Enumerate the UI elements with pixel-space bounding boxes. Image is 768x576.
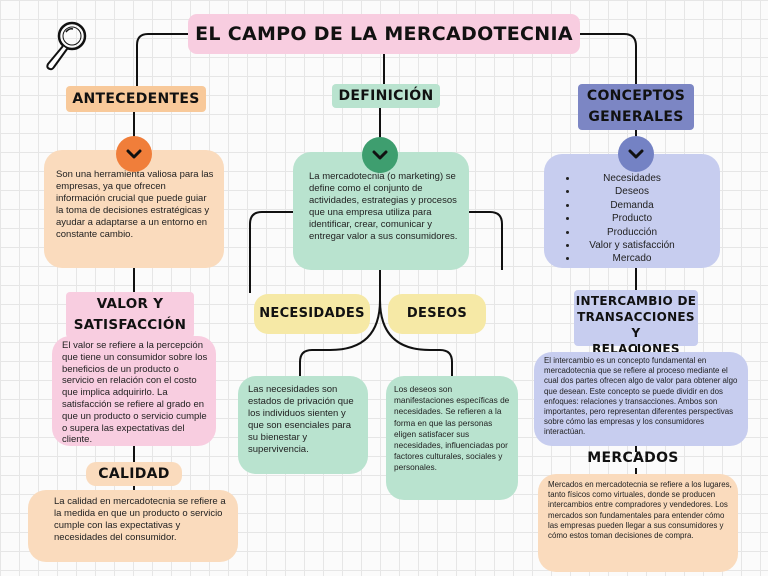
- list-item: Demanda: [578, 199, 716, 212]
- conceptos-list-box: Necesidades Deseos Demanda Producto Prod…: [544, 154, 720, 268]
- intercambio-label-line2: TRANSACCIONES Y: [577, 310, 695, 340]
- intercambio-text: El intercambio es un concepto fundamenta…: [534, 352, 748, 446]
- necesidades-text: Las necesidades son estados de privación…: [238, 376, 368, 474]
- chevron-down-icon: [126, 149, 142, 159]
- list-item: Producto: [578, 212, 716, 225]
- conceptos-list: Necesidades Deseos Demanda Producto Prod…: [548, 172, 716, 266]
- mercados-text: Mercados en mercadotecnia se refiere a l…: [538, 474, 738, 572]
- list-item: Producción: [578, 226, 716, 239]
- antecedentes-label: ANTECEDENTES: [66, 86, 206, 112]
- list-item: Necesidades: [578, 172, 716, 185]
- conceptos-label-line2: GENERALES: [588, 109, 684, 125]
- page-title: EL CAMPO DE LA MERCADOTECNIA: [188, 14, 580, 54]
- conceptos-label: CONCEPTOS GENERALES: [578, 84, 694, 130]
- intercambio-label: INTERCAMBIO DE TRANSACCIONES Y RELACIONE…: [574, 290, 698, 356]
- antecedentes-chevron: [116, 136, 152, 172]
- calidad-label: CALIDAD: [86, 462, 182, 486]
- deseos-text: Los deseos son manifestaciones específic…: [386, 376, 518, 500]
- conceptos-label-line1: CONCEPTOS: [586, 88, 686, 104]
- calidad-text: La calidad en mercadotecnia se refiere a…: [28, 490, 238, 562]
- list-item: Valor y satisfacción: [578, 239, 716, 252]
- intercambio-label-line1: INTERCAMBIO DE: [575, 294, 697, 308]
- conceptos-chevron: [618, 136, 654, 172]
- definicion-label: DEFINICIÓN: [332, 84, 440, 108]
- mercados-label: MERCADOS: [587, 450, 679, 466]
- valor-label-line2: SATISFACCIÓN: [73, 317, 187, 333]
- magnifier-icon: [46, 21, 87, 71]
- necesidades-label: NECESIDADES: [254, 294, 370, 334]
- list-item: Mercado: [578, 252, 716, 265]
- chevron-down-icon: [628, 149, 644, 159]
- definicion-chevron: [362, 137, 398, 173]
- valor-label-line1: VALOR Y: [96, 296, 164, 312]
- valor-label: VALOR Y SATISFACCIÓN: [66, 292, 194, 338]
- valor-text: El valor se refiere a la percepción que …: [52, 336, 216, 446]
- list-item: Deseos: [578, 185, 716, 198]
- chevron-down-icon: [372, 150, 388, 160]
- deseos-label: DESEOS: [388, 294, 486, 334]
